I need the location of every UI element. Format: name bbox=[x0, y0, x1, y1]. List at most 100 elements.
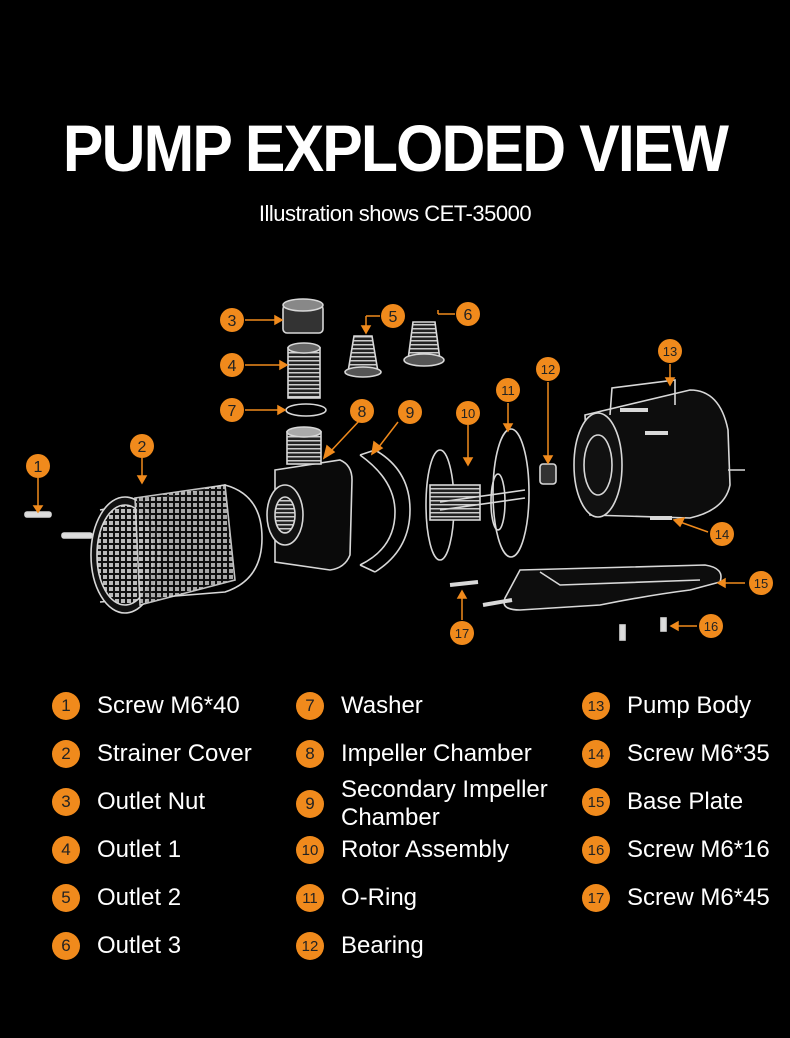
callout-6: 6 bbox=[456, 302, 480, 326]
callout-13: 13 bbox=[658, 339, 682, 363]
legend-label: Impeller Chamber bbox=[341, 740, 532, 767]
legend-number: 13 bbox=[582, 692, 610, 720]
callout-badges: 1 2 3 4 7 5 6 8 9 10 11 12 13 14 15 16 1… bbox=[26, 302, 773, 645]
legend-item: 17 Screw M6*45 bbox=[582, 878, 770, 918]
svg-text:2: 2 bbox=[138, 439, 147, 456]
svg-text:1: 1 bbox=[34, 459, 43, 476]
callout-leaders bbox=[32, 310, 745, 632]
callout-17: 17 bbox=[450, 621, 474, 645]
legend-label: Screw M6*40 bbox=[97, 692, 240, 719]
legend-item: 3 Outlet Nut bbox=[52, 782, 205, 822]
legend-number: 16 bbox=[582, 836, 610, 864]
legend-item: 2 Strainer Cover bbox=[52, 734, 252, 774]
svg-text:17: 17 bbox=[455, 626, 469, 641]
legend-label: Bearing bbox=[341, 932, 424, 959]
legend-number: 12 bbox=[296, 932, 324, 960]
callout-12: 12 bbox=[536, 357, 560, 381]
callout-5: 5 bbox=[381, 304, 405, 328]
legend-number: 4 bbox=[52, 836, 80, 864]
bearing-part bbox=[539, 463, 557, 485]
legend-item: 6 Outlet 3 bbox=[52, 926, 181, 966]
svg-text:3: 3 bbox=[228, 313, 237, 330]
callout-2: 2 bbox=[130, 434, 154, 458]
legend-number: 11 bbox=[296, 884, 324, 912]
page-subtitle: Illustration shows CET-35000 bbox=[258, 201, 532, 226]
legend-item: 9 Secondary Impeller Chamber bbox=[296, 770, 571, 838]
legend-label: Outlet 2 bbox=[97, 884, 182, 911]
callout-16: 16 bbox=[699, 614, 723, 638]
legend-label: Base Plate bbox=[627, 788, 744, 815]
callout-3: 3 bbox=[220, 308, 244, 332]
legend-item: 16 Screw M6*16 bbox=[582, 830, 770, 870]
legend-number: 9 bbox=[296, 790, 324, 818]
legend-item: 12 Bearing bbox=[296, 926, 424, 966]
callout-10: 10 bbox=[456, 401, 480, 425]
callout-8: 8 bbox=[350, 399, 374, 423]
strainer-cover-part bbox=[61, 484, 263, 614]
svg-text:11: 11 bbox=[501, 383, 515, 398]
svg-text:12: 12 bbox=[541, 362, 555, 377]
base-plate-part bbox=[449, 564, 722, 611]
rotor-assembly-part bbox=[425, 449, 526, 561]
legend-label: Strainer Cover bbox=[97, 740, 252, 767]
svg-text:15: 15 bbox=[754, 576, 768, 591]
legend-label: Outlet Nut bbox=[97, 788, 206, 815]
callout-1: 1 bbox=[26, 454, 50, 478]
svg-text:14: 14 bbox=[715, 527, 729, 542]
outlet-1-part bbox=[287, 342, 321, 399]
washer-part bbox=[285, 403, 327, 417]
legend-label: Rotor Assembly bbox=[341, 836, 510, 863]
legend-number: 2 bbox=[52, 740, 80, 768]
legend-label: O-Ring bbox=[341, 884, 418, 911]
legend-number: 17 bbox=[582, 884, 610, 912]
legend-item: 1 Screw M6*40 bbox=[52, 686, 240, 726]
outlet-2-part bbox=[344, 335, 382, 378]
legend-item: 11 O-Ring bbox=[296, 878, 417, 918]
legend-item: 15 Base Plate bbox=[582, 782, 743, 822]
parts-legend: 1 Screw M6*40 2 Strainer Cover 3 Outlet … bbox=[0, 680, 790, 980]
legend-item: 10 Rotor Assembly bbox=[296, 830, 509, 870]
callout-7: 7 bbox=[220, 398, 244, 422]
legend-number: 8 bbox=[296, 740, 324, 768]
legend-label: Pump Body bbox=[627, 692, 752, 719]
legend-label: Outlet 3 bbox=[97, 932, 182, 959]
legend-number: 1 bbox=[52, 692, 80, 720]
svg-text:6: 6 bbox=[464, 307, 473, 324]
callout-11: 11 bbox=[496, 378, 520, 402]
svg-text:9: 9 bbox=[406, 405, 415, 422]
svg-text:8: 8 bbox=[358, 404, 367, 421]
legend-number: 3 bbox=[52, 788, 80, 816]
legend-item: 8 Impeller Chamber bbox=[296, 734, 532, 774]
svg-text:13: 13 bbox=[663, 344, 677, 359]
legend-number: 5 bbox=[52, 884, 80, 912]
legend-number: 6 bbox=[52, 932, 80, 960]
legend-label: Outlet 1 bbox=[97, 836, 182, 863]
secondary-impeller-chamber-part bbox=[359, 449, 411, 573]
callout-15: 15 bbox=[749, 571, 773, 595]
legend-item: 5 Outlet 2 bbox=[52, 878, 181, 918]
svg-text:4: 4 bbox=[228, 358, 237, 375]
pump-body-part bbox=[573, 379, 745, 520]
legend-number: 7 bbox=[296, 692, 324, 720]
o-ring-part bbox=[492, 428, 530, 558]
outlet-3-part bbox=[403, 321, 445, 367]
legend-number: 14 bbox=[582, 740, 610, 768]
svg-text:10: 10 bbox=[461, 406, 475, 421]
legend-label: Secondary Impeller Chamber bbox=[341, 776, 548, 831]
legend-number: 15 bbox=[582, 788, 610, 816]
page-title: PUMP EXPLODED VIEW bbox=[62, 111, 729, 185]
legend-item: 13 Pump Body bbox=[582, 686, 751, 726]
legend-label: Washer bbox=[341, 692, 423, 719]
screw-m6-16-part bbox=[619, 617, 667, 641]
legend-item: 14 Screw M6*35 bbox=[582, 734, 770, 774]
impeller-chamber-part bbox=[266, 426, 353, 571]
exploded-view-diagram: 1 2 3 4 7 5 6 8 9 10 11 12 13 14 15 16 1… bbox=[24, 298, 773, 645]
svg-text:5: 5 bbox=[389, 309, 398, 326]
svg-text:16: 16 bbox=[704, 619, 718, 634]
callout-9: 9 bbox=[398, 400, 422, 424]
legend-label: Screw M6*16 bbox=[627, 836, 770, 863]
legend-number: 10 bbox=[296, 836, 324, 864]
outlet-nut-part bbox=[282, 298, 324, 334]
legend-item: 4 Outlet 1 bbox=[52, 830, 181, 870]
legend-item: 7 Washer bbox=[296, 686, 423, 726]
